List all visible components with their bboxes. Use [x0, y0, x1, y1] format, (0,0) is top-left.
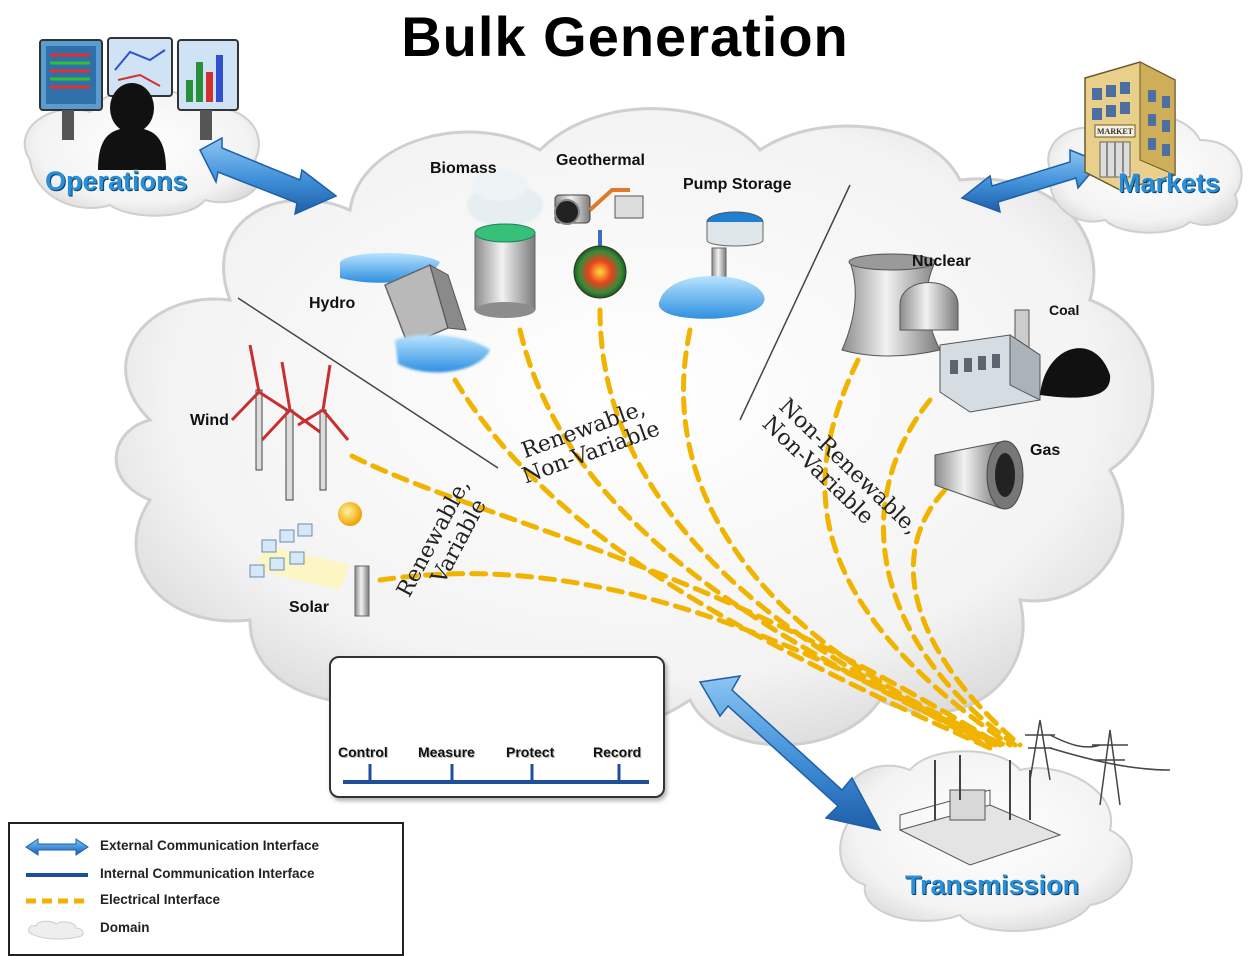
legend: External Communication Interface Interna…	[8, 822, 404, 956]
market-building-icon	[1084, 61, 1176, 191]
operations-label: Operations	[45, 166, 188, 196]
legend-domain-text: Domain	[100, 920, 150, 935]
field-devices-panel: Control Measure Protect Record	[329, 656, 665, 798]
biomass-label: Biomass	[430, 160, 497, 177]
coal-label: Coal	[1049, 302, 1080, 318]
electrical-interface-lines	[349, 307, 1023, 751]
transmission-label: Transmission	[905, 870, 1080, 900]
legend-row-internal: Internal Communication Interface	[10, 862, 400, 888]
solar-label: Solar	[289, 599, 330, 616]
transmission-substation-icon	[898, 755, 1062, 866]
measure-label: Measure	[418, 744, 475, 760]
legend-row-domain: Domain	[10, 916, 400, 942]
hydro-dam-icon	[340, 253, 490, 373]
transmission-towers-icon	[1025, 719, 1171, 806]
geothermal-label: Geothermal	[556, 152, 645, 169]
legend-internal-text: Internal Communication Interface	[100, 866, 315, 881]
solar-panels-icon	[249, 502, 370, 617]
pump-storage-label: Pump Storage	[683, 176, 792, 193]
electrical-dash-icon	[26, 898, 88, 904]
nuclear-label: Nuclear	[912, 253, 971, 270]
internal-bus-line	[343, 764, 649, 784]
geothermal-plant-icon	[554, 188, 644, 299]
legend-external-text: External Communication Interface	[100, 838, 320, 853]
control-label: Control	[338, 744, 388, 760]
legend-row-external: External Communication Interface	[10, 834, 400, 860]
operations-link-arrow	[199, 136, 338, 216]
wind-label: Wind	[190, 412, 229, 429]
divider-line-left	[237, 297, 499, 469]
legend-electrical-text: Electrical Interface	[100, 892, 221, 907]
biomass-tank-icon	[467, 169, 543, 318]
record-label: Record	[593, 744, 642, 760]
internal-line-icon	[26, 873, 88, 877]
gas-turbine-icon	[934, 440, 1024, 510]
market-sign-text: MARKET	[1097, 127, 1134, 136]
protect-label: Protect	[506, 744, 555, 760]
hydro-label: Hydro	[309, 295, 356, 312]
nuclear-plant-icon	[841, 253, 959, 357]
external-arrow-icon	[25, 838, 89, 856]
transmission-link-arrow	[698, 675, 882, 832]
page-title: Bulk Generation	[401, 5, 849, 68]
domain-cloud-icon	[28, 920, 84, 940]
markets-label: Markets	[1118, 168, 1221, 198]
divider-line-right	[739, 184, 851, 421]
legend-row-electrical: Electrical Interface	[10, 888, 400, 914]
gas-label: Gas	[1030, 442, 1061, 459]
wind-turbines-icon	[230, 344, 350, 501]
operations-monitors-icon	[39, 37, 239, 170]
pump-storage-icon	[658, 211, 765, 319]
coal-plant-icon	[939, 309, 1111, 413]
